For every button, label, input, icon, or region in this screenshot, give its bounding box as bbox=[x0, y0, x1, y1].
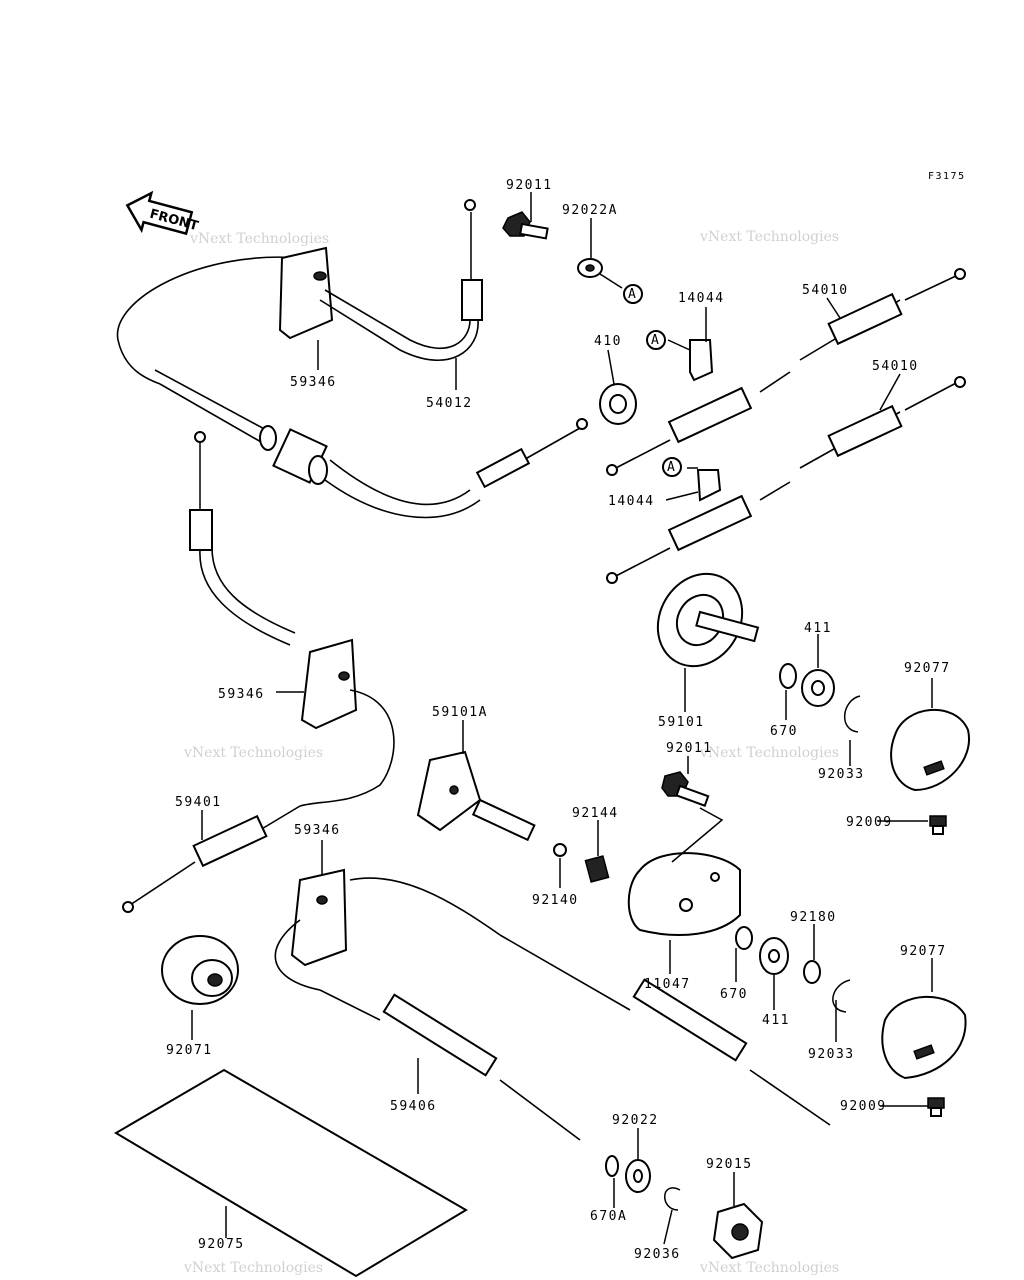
callout-59346: 59346 bbox=[290, 375, 337, 390]
front-arrow-icon: FRONT bbox=[125, 190, 200, 236]
callout-92011: 92011 bbox=[506, 178, 553, 193]
circlip-92033 bbox=[832, 979, 851, 1013]
callout-59406: 59406 bbox=[390, 1099, 437, 1114]
washer-410 bbox=[599, 383, 637, 425]
grommet-92071 bbox=[161, 935, 239, 1005]
callout-92009: 92009 bbox=[846, 815, 893, 830]
callout-59401: 59401 bbox=[175, 795, 222, 810]
callout-92015: 92015 bbox=[706, 1157, 753, 1172]
pad-92075 bbox=[114, 1068, 468, 1278]
leader-lines bbox=[191, 192, 933, 1245]
cable-59406 bbox=[274, 868, 831, 1141]
callout-670a: 670A bbox=[590, 1209, 627, 1224]
bracket-14044 bbox=[689, 339, 722, 502]
callout-14044: 14044 bbox=[678, 291, 725, 306]
lever-drum-59101 bbox=[656, 572, 760, 668]
callout-11047: 11047 bbox=[644, 977, 691, 992]
throttle-cable-upper bbox=[116, 199, 588, 519]
callout-92077: 92077 bbox=[904, 661, 951, 676]
screw-92009 bbox=[927, 1097, 945, 1117]
callout-59101: 59101 bbox=[658, 715, 705, 730]
callout-92077: 92077 bbox=[900, 944, 947, 959]
washer-92022 bbox=[625, 1159, 651, 1193]
callout-670: 670 bbox=[770, 724, 798, 739]
lever-59101a bbox=[416, 750, 536, 842]
callout-92022a: 92022A bbox=[562, 203, 618, 218]
circlip-92033 bbox=[843, 695, 861, 733]
callout-92033: 92033 bbox=[808, 1047, 855, 1062]
knob-92077 bbox=[890, 708, 971, 792]
callout-670: 670 bbox=[720, 987, 748, 1002]
watermark: vNext Technologies bbox=[699, 745, 839, 761]
o-ring-670a bbox=[605, 1155, 619, 1177]
washer-411 bbox=[759, 937, 789, 975]
watermark: vNext Technologies bbox=[699, 1260, 839, 1276]
callout-411: 411 bbox=[804, 621, 832, 636]
knob-92077 bbox=[881, 995, 967, 1080]
callout-92033: 92033 bbox=[818, 767, 865, 782]
callout-59101a: 59101A bbox=[432, 705, 488, 720]
cable-59401 bbox=[122, 431, 395, 913]
callout-92071: 92071 bbox=[166, 1043, 213, 1058]
housing-11047 bbox=[627, 807, 741, 936]
callout-92075: 92075 bbox=[198, 1237, 245, 1252]
callout-410: 410 bbox=[594, 334, 622, 349]
callout-a: A bbox=[651, 333, 660, 348]
watermark: vNext Technologies bbox=[183, 745, 323, 761]
ball-92140 bbox=[553, 843, 567, 857]
figure-code: F3175 bbox=[928, 171, 966, 182]
callout-92036: 92036 bbox=[634, 1247, 681, 1262]
nut-92015 bbox=[712, 1202, 764, 1260]
watermarks: vNext Technologies vNext Technologies vN… bbox=[183, 229, 839, 1276]
washer-92022a bbox=[577, 258, 603, 278]
washer-411 bbox=[801, 669, 835, 707]
callout-a: A bbox=[628, 287, 637, 302]
callout-92022: 92022 bbox=[612, 1113, 659, 1128]
screw-92009 bbox=[929, 815, 947, 835]
cables-54010 bbox=[606, 268, 966, 584]
callout-59346: 59346 bbox=[218, 687, 265, 702]
callout-labels: 92011 92022A A A A 14044 14044 54010 540… bbox=[166, 178, 951, 1262]
callout-411: 411 bbox=[762, 1013, 790, 1028]
callout-59346: 59346 bbox=[294, 823, 341, 838]
callout-92011: 92011 bbox=[666, 741, 713, 756]
bolt-92011 bbox=[502, 211, 549, 240]
callout-92140: 92140 bbox=[532, 893, 579, 908]
callout-92144: 92144 bbox=[572, 806, 619, 821]
washer-92180 bbox=[803, 960, 821, 984]
callout-54012: 54012 bbox=[426, 396, 473, 411]
watermark: vNext Technologies bbox=[183, 1260, 323, 1276]
o-ring-670 bbox=[735, 926, 753, 950]
reference-marks bbox=[623, 284, 682, 477]
callout-14044: 14044 bbox=[608, 494, 655, 509]
callout-54010: 54010 bbox=[802, 283, 849, 298]
spring-92144 bbox=[584, 855, 610, 883]
watermark: vNext Technologies bbox=[699, 229, 839, 245]
callout-92180: 92180 bbox=[790, 910, 837, 925]
bolt-92011 bbox=[661, 771, 710, 807]
callout-92009: 92009 bbox=[840, 1099, 887, 1114]
watermark: vNext Technologies bbox=[189, 231, 329, 247]
callout-54010: 54010 bbox=[872, 359, 919, 374]
callout-a: A bbox=[667, 460, 676, 475]
circlip-92036 bbox=[664, 1187, 681, 1211]
o-ring-670 bbox=[779, 663, 797, 689]
